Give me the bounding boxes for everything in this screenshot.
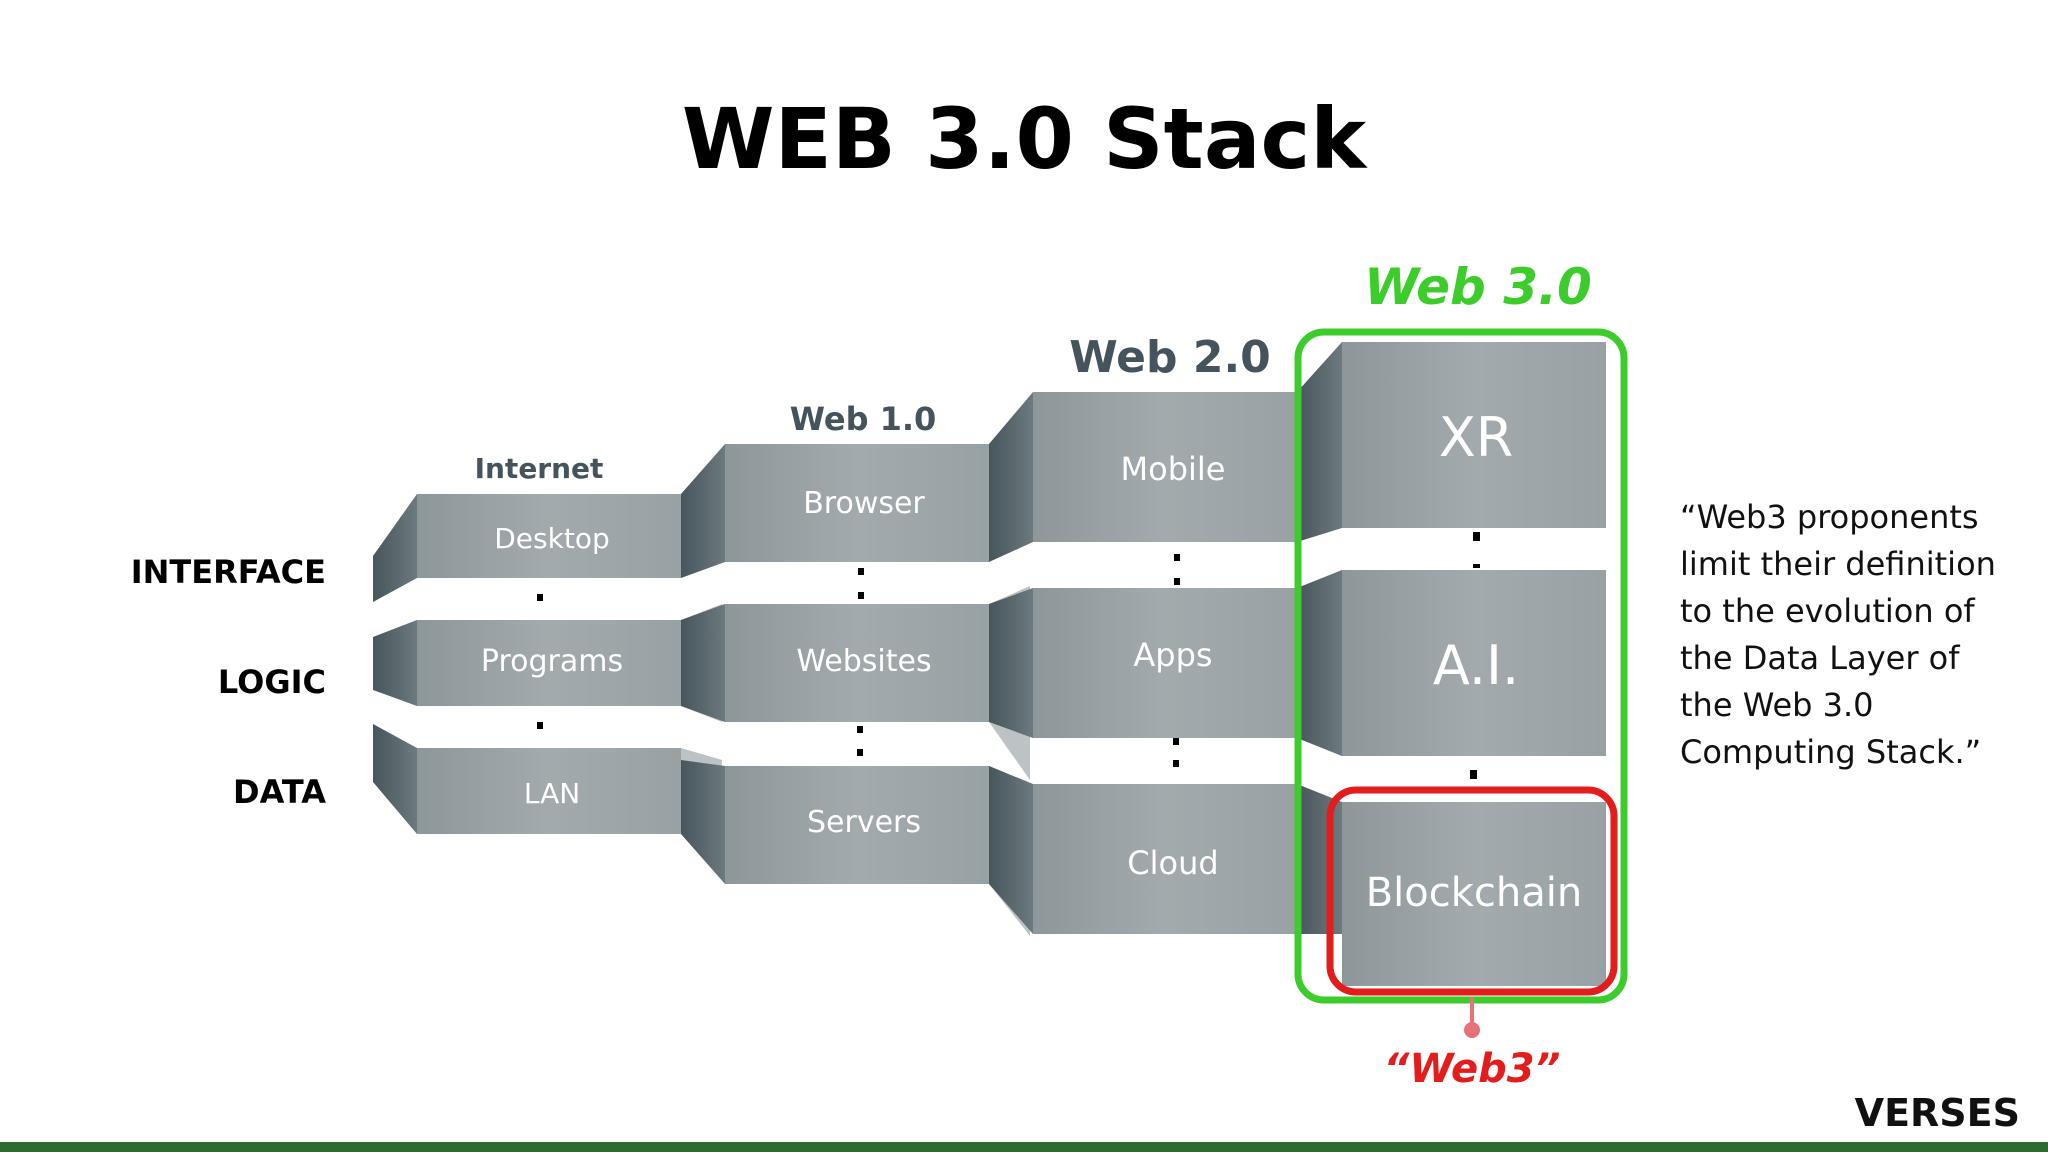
websites-label: Websites [796, 644, 931, 679]
servers-label: Servers [807, 805, 921, 840]
dot-separator [1473, 564, 1480, 568]
lan-block-side [373, 724, 417, 834]
programs-block [417, 620, 681, 706]
dot-separator [857, 749, 863, 756]
xr-block-side [1297, 342, 1342, 542]
lan-block [417, 748, 681, 834]
blockchain-block [1342, 802, 1606, 986]
desktop-block-side [373, 494, 417, 602]
column-header-web3: Web 3.0 [1364, 258, 1592, 316]
servers-block-side [681, 760, 725, 884]
verses-logo: VERSES [1855, 1091, 2020, 1135]
dot-separator [1470, 770, 1477, 779]
quote-block: “Web3 proponents limit their definition … [1680, 498, 1996, 771]
mobile-block-side [989, 392, 1033, 562]
row-label-data: DATA [233, 773, 326, 811]
apps-block [1033, 588, 1297, 738]
row-label-interface: INTERFACE [131, 553, 326, 591]
dot-separator [537, 594, 543, 601]
dot-separator [1173, 760, 1179, 767]
xr-block [1342, 342, 1606, 528]
column-web1: Web 1.0 Browser Websites Servers [681, 400, 1030, 936]
blockchain-highlight [1326, 786, 1618, 996]
quote-line: the Web 3.0 [1680, 686, 1874, 724]
dot-separator [1174, 578, 1180, 585]
footer-bar [0, 1142, 2048, 1152]
mobile-block [1033, 392, 1297, 542]
ai-label: A.I. [1433, 634, 1519, 697]
websites-block [725, 604, 989, 722]
cloud-label: Cloud [1127, 844, 1218, 882]
xr-label: XR [1439, 406, 1514, 469]
quote-line: to the evolution of [1680, 592, 1975, 630]
programs-label: Programs [481, 644, 623, 679]
servers-block [725, 766, 989, 884]
column-header-web1: Web 1.0 [790, 400, 937, 438]
quote-line: “Web3 proponents [1680, 498, 1979, 536]
websites-block-side [681, 604, 725, 722]
apps-block-side [989, 588, 1033, 738]
browser-block-side [681, 444, 725, 578]
desktop-label: Desktop [494, 522, 609, 555]
apps-label: Apps [1133, 636, 1212, 674]
dot-separator [1473, 532, 1480, 541]
ai-block [1342, 570, 1606, 756]
blockchain-label: Blockchain [1366, 870, 1583, 916]
web3-callout: “Web3” [1384, 1046, 1561, 1092]
column-internet: Internet Desktop Programs LAN [373, 452, 722, 834]
browser-block [725, 444, 989, 562]
quote-line: Computing Stack.” [1680, 733, 1981, 771]
column-header-internet: Internet [475, 452, 604, 485]
column-web3: XR A.I. Blockchain Web 3.0 “Web3” [1294, 258, 1628, 1092]
column-web2: Web 2.0 Mobile Apps Cloud [989, 332, 1297, 934]
mobile-label: Mobile [1121, 450, 1226, 488]
quote-line: limit their definition [1680, 545, 1996, 583]
cloud-block-side [989, 766, 1033, 934]
dot-separator [1174, 554, 1180, 561]
column-header-web2: Web 2.0 [1069, 332, 1271, 383]
quote-line: the Data Layer of [1680, 639, 1960, 677]
ai-block-side [1297, 570, 1342, 756]
row-label-logic: LOGIC [218, 663, 326, 701]
programs-block-side [373, 620, 417, 706]
dot-separator [537, 722, 543, 729]
desktop-block [417, 494, 681, 578]
dot-separator [858, 592, 864, 599]
browser-label: Browser [803, 486, 925, 521]
dot-separator [857, 726, 863, 733]
web3-column-highlight [1294, 328, 1628, 1004]
cloud-block [1033, 784, 1297, 934]
page-title: WEB 3.0 Stack [682, 90, 1368, 188]
dot-separator [858, 568, 864, 575]
lan-label: LAN [524, 777, 580, 810]
dot-separator [1173, 738, 1179, 745]
callout-dot [1464, 1022, 1480, 1038]
